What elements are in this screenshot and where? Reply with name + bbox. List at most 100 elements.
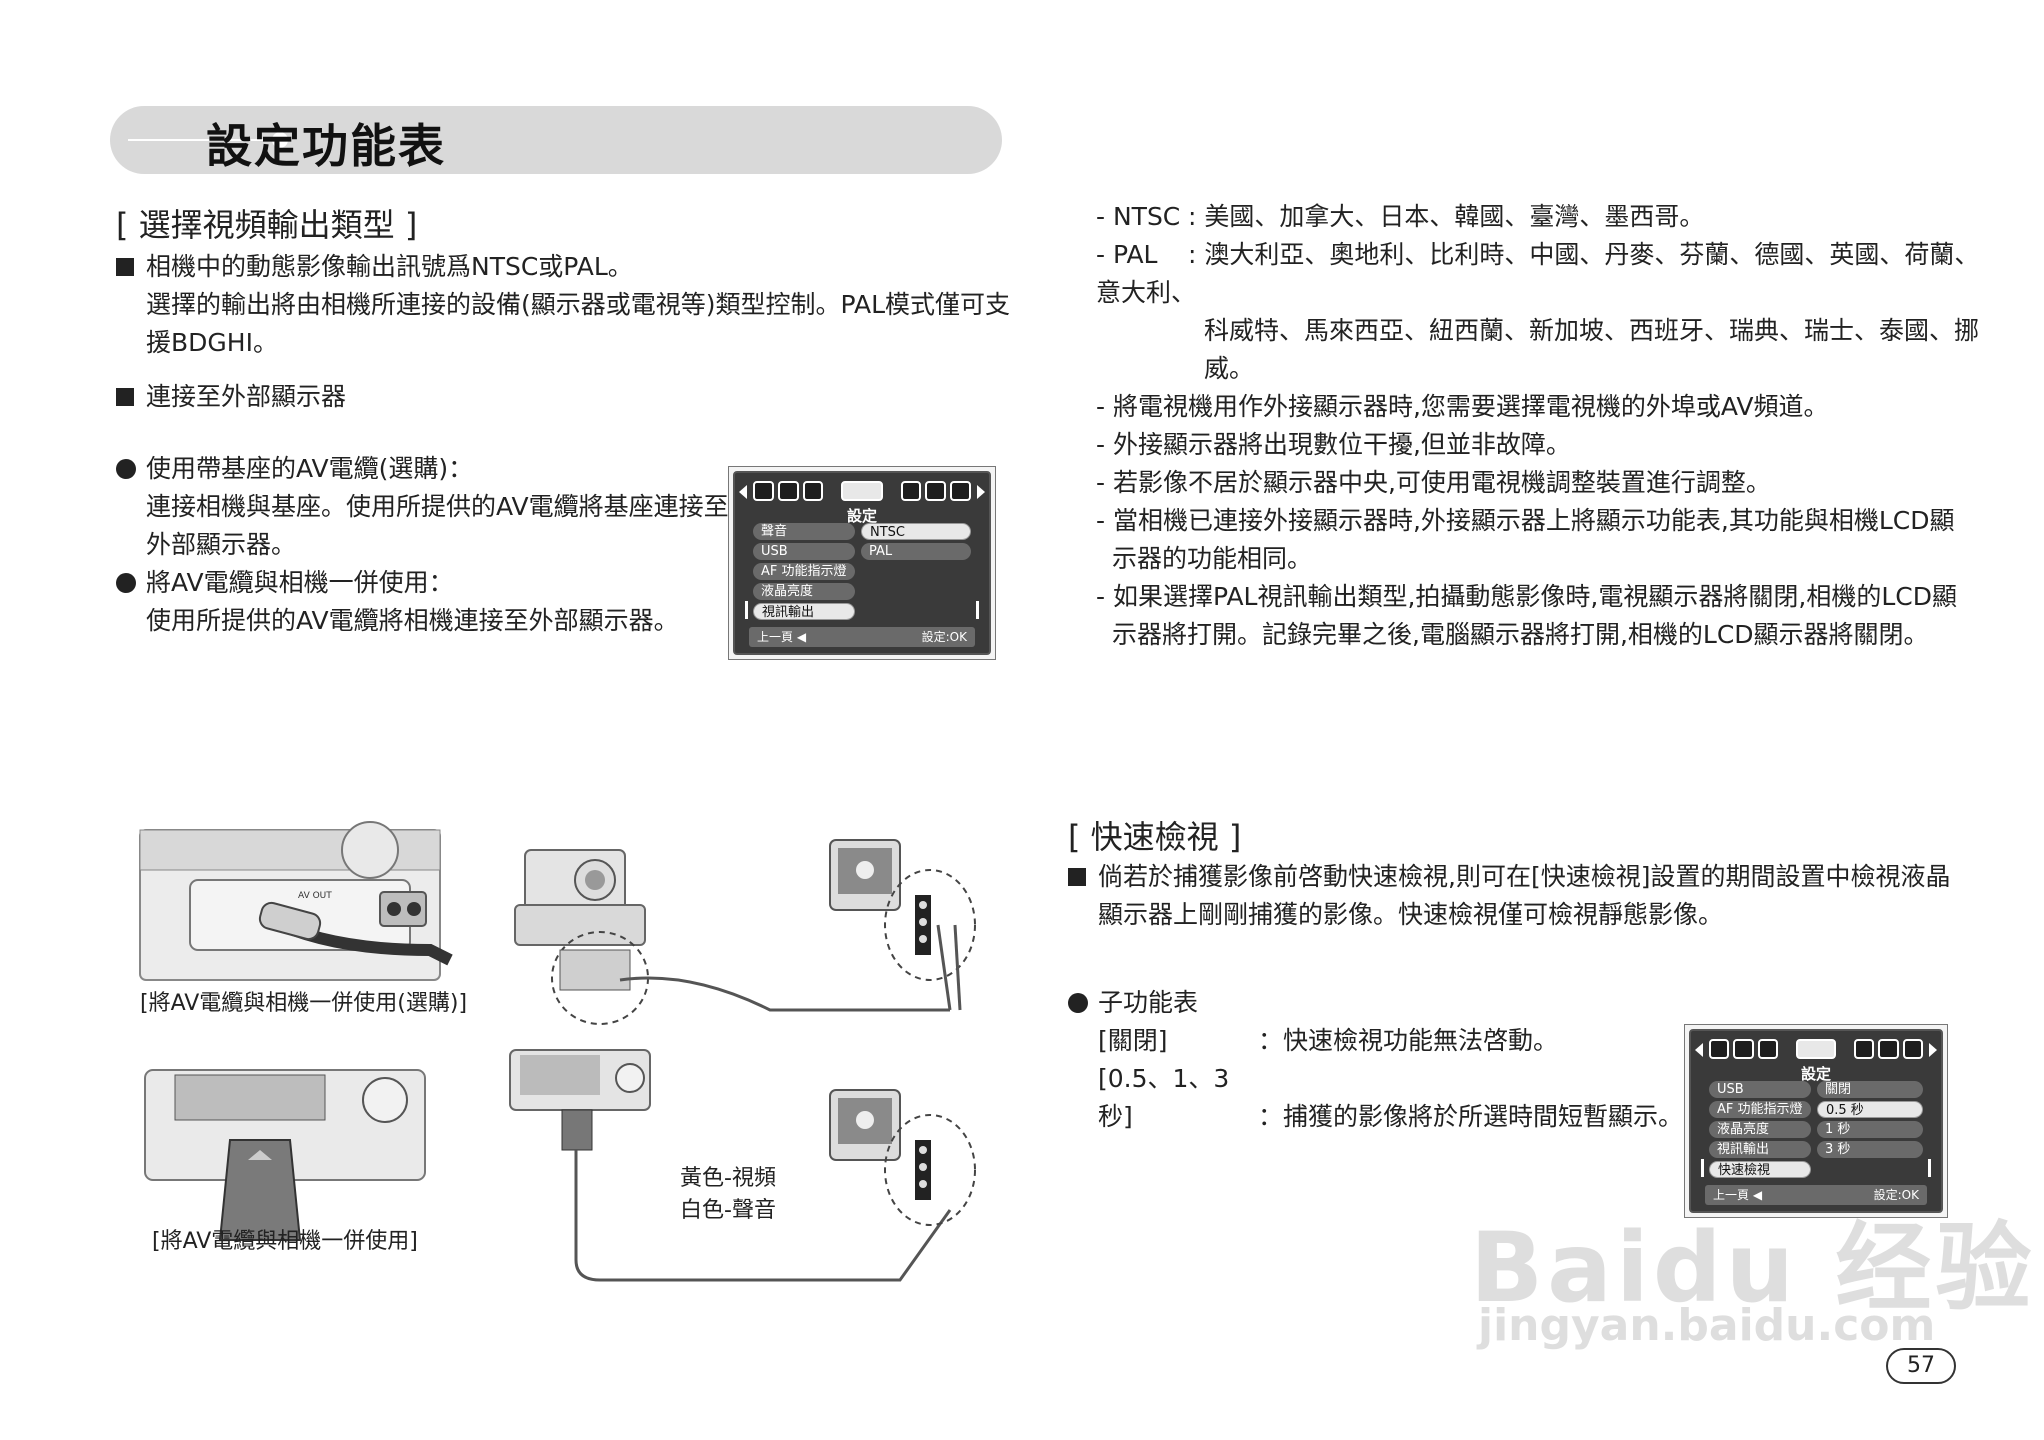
round-bullet-icon [116,459,136,479]
menu-option: 關閉 [1817,1081,1923,1098]
tab-icon [1902,1039,1923,1059]
pal-text-2: 科威特、馬來西亞、紐西蘭、新加坡、西班牙、瑞典、瑞士、泰國、挪威。 [1204,316,1980,383]
menu-option: 3 秒 [1817,1141,1923,1158]
page-title: 設定功能表 [206,119,446,173]
option-time-text: ：捕獲的影像將於所選時間短暫顯示。 [1258,1102,1684,1131]
para1-line1: 相機中的動態影像輸出訊號爲NTSC或PAL。 [146,252,633,281]
quick-view-para: 倘若於捕獲影像前啓動快速檢視,則可在[快速檢視]設置的期間設置中檢視液晶 顯示器… [1068,858,2018,934]
connection-bullets: 使用帶基座的AV電纜(選購)： 連接相機與基座。使用所提供的AV電纜將基座連接至… [116,450,736,640]
video-output-heading: [ 選擇視頻輸出類型 ] [116,206,418,244]
menu-title: 設定 [1800,1065,1831,1083]
page-number: 57 [1886,1348,1956,1384]
bullet1-line1: 使用帶基座的AV電纜(選購)： [146,454,474,483]
menu-screen: 設定 聲音 USB AF 功能指示燈 液晶亮度 視訊輸出 NTSC PAL 上一… [733,471,991,655]
scroll-indicator [1701,1159,1704,1177]
tab-icon [1757,1039,1778,1059]
right-arrow-icon [977,485,985,499]
scroll-indicator [976,601,979,619]
menu-row: 聲音 [753,523,855,540]
video-output-para1: 相機中的動態影像輸出訊號爲NTSC或PAL。 選擇的輸出將由相機所連接的設備(顯… [116,248,1016,362]
menu-row: 液晶亮度 [1709,1121,1811,1138]
note-5-line1: - 如果選擇PAL視訊輸出類型,拍攝動態影像時,電視顯示器將關閉,相機的LCD顯 [1096,582,1957,611]
tab-icon [1733,1039,1754,1059]
menu-row-selected: 快速檢視 [1709,1161,1811,1178]
menu-option: PAL [861,543,971,560]
quick-view-line1: 倘若於捕獲影像前啓動快速檢視,則可在[快速檢視]設置的期間設置中檢視液晶 [1098,862,1951,891]
settings-wrench-tab-icon [1795,1039,1837,1059]
menu-screen: 設定 USB AF 功能指示燈 液晶亮度 視訊輸出 快速檢視 關閉 0.5 秒 … [1689,1029,1943,1213]
tab-icon [950,481,971,501]
note-5-line2: 示器將打開。記錄完畢之後,電腦顯示器將打開,相機的LCD顯示器將關閉。 [1112,620,1929,649]
tab-icon [900,481,922,501]
pal-label: - PAL [1096,240,1158,269]
option-off-text: ：快速檢視功能無法啓動。 [1258,1026,1559,1055]
footer-ok: 設定:OK [1873,1188,1919,1202]
ntsc-label: - NTSC [1096,202,1181,231]
menu-option-selected: NTSC [861,523,971,540]
white-audio-label: 白色-聲音 [680,1198,776,1223]
dock-closeup-illustration: AV OUT [139,821,453,981]
connection-illustrations: AV OUT [139,821,976,1282]
menu-row: USB [753,543,855,560]
settings-menu-screenshot-1: 設定 聲音 USB AF 功能指示燈 液晶亮度 視訊輸出 NTSC PAL 上一… [728,466,996,660]
tab-icon [1709,1039,1730,1059]
menu-row: USB [1709,1081,1811,1098]
scroll-indicator [1928,1159,1931,1177]
tab-icon [1878,1039,1899,1059]
pal-text-1: : 澳大利亞、奧地利、比利時、中國、丹麥、芬蘭、德國、英國、荷蘭、意大利、 [1096,240,1980,307]
square-bullet-icon [116,258,134,276]
para2-text: 連接至外部顯示器 [146,382,347,411]
video-output-para2: 連接至外部顯示器 [116,378,346,416]
sub-menu-list: 子功能表 [關閉]：快速檢視功能無法啓動。 [0.5、1、3秒]：捕獲的影像將於… [1068,984,1708,1136]
quick-view-heading: [ 快速檢視 ] [1068,818,1242,856]
quick-view-line2: 顯示器上剛剛捕獲的影像。快速檢視僅可檢視靜態影像。 [1098,900,1724,929]
para1-line2: 選擇的輸出將由相機所連接的設備(顯示器或電視等)類型控制。PAL模式僅可支 [146,290,1011,319]
section-banner: 設定功能表 [110,106,1002,174]
tab-icon [753,481,774,501]
camera-closeup-illustration [144,1069,426,1241]
menu-footer: 上一頁 ◀ 設定:OK [1705,1185,1927,1205]
note-3: - 若影像不居於顯示器中央,可使用電視機調整裝置進行調整。 [1096,468,1771,497]
watermark-brand: Baidu 经验 [1470,1212,2036,1324]
square-bullet-icon [1068,868,1086,886]
settings-menu-screenshot-2: 設定 USB AF 功能指示燈 液晶亮度 視訊輸出 快速檢視 關閉 0.5 秒 … [1684,1024,1948,1218]
round-bullet-icon [116,573,136,593]
figure-caption-2: [將AV電纜與相機一併使用] [152,1229,418,1254]
menu-row-selected: 視訊輸出 [753,603,855,620]
square-bullet-icon [116,388,134,406]
yellow-video-label: 黃色-視頻 [680,1166,776,1191]
region-notes: - NTSC: 美國、加拿大、日本、韓國、臺灣、墨西哥。 - PAL: 澳大利亞… [1096,198,1996,654]
menu-row: 液晶亮度 [753,583,855,600]
note-4-line2: 示器的功能相同。 [1112,544,1313,573]
menu-tabs [1709,1037,1923,1061]
footer-back: 上一頁 ◀ [1713,1188,1763,1202]
figure-caption-1: [將AV電纜與相機一併使用(選購)] [140,991,468,1016]
sub-menu-heading: 子功能表 [1098,988,1199,1017]
dock-to-tv-illustration [514,839,976,1025]
tab-icon [777,481,799,501]
note-2: - 外接顯示器將出現數位干擾,但並非故障。 [1096,430,1571,459]
tab-icon [925,481,947,501]
option-off-label: [關閉] [1098,1026,1168,1055]
left-arrow-icon [1695,1043,1703,1057]
footer-ok: 設定:OK [921,630,967,644]
bullet1-line3: 外部顯示器。 [146,530,297,559]
note-4-line1: - 當相機已連接外接顯示器時,外接顯示器上將顯示功能表,其功能與相機LCD顯 [1096,506,1955,535]
menu-row: 視訊輸出 [1709,1141,1811,1158]
camera-to-tv-illustration [509,1049,976,1282]
tab-icon [1854,1039,1875,1059]
ntsc-text: : 美國、加拿大、日本、韓國、臺灣、墨西哥。 [1188,202,1705,231]
menu-row: AF 功能指示燈 [753,563,855,580]
bullet2-line1: 將AV電纜與相機一併使用： [146,568,454,597]
av-out-label: AV OUT [298,891,332,901]
settings-wrench-tab-icon [841,481,883,501]
banner-dot [272,132,288,148]
bullet2-line2: 使用所提供的AV電纜將相機連接至外部顯示器。 [146,606,679,635]
bullet1-line2: 連接相機與基座。使用所提供的AV電纜將基座連接至 [146,492,729,521]
banner-line [128,139,280,141]
left-arrow-icon [739,485,747,499]
menu-tabs [753,479,971,503]
footer-back: 上一頁 ◀ [757,630,807,644]
tab-icon [802,481,824,501]
menu-option: 1 秒 [1817,1121,1923,1138]
